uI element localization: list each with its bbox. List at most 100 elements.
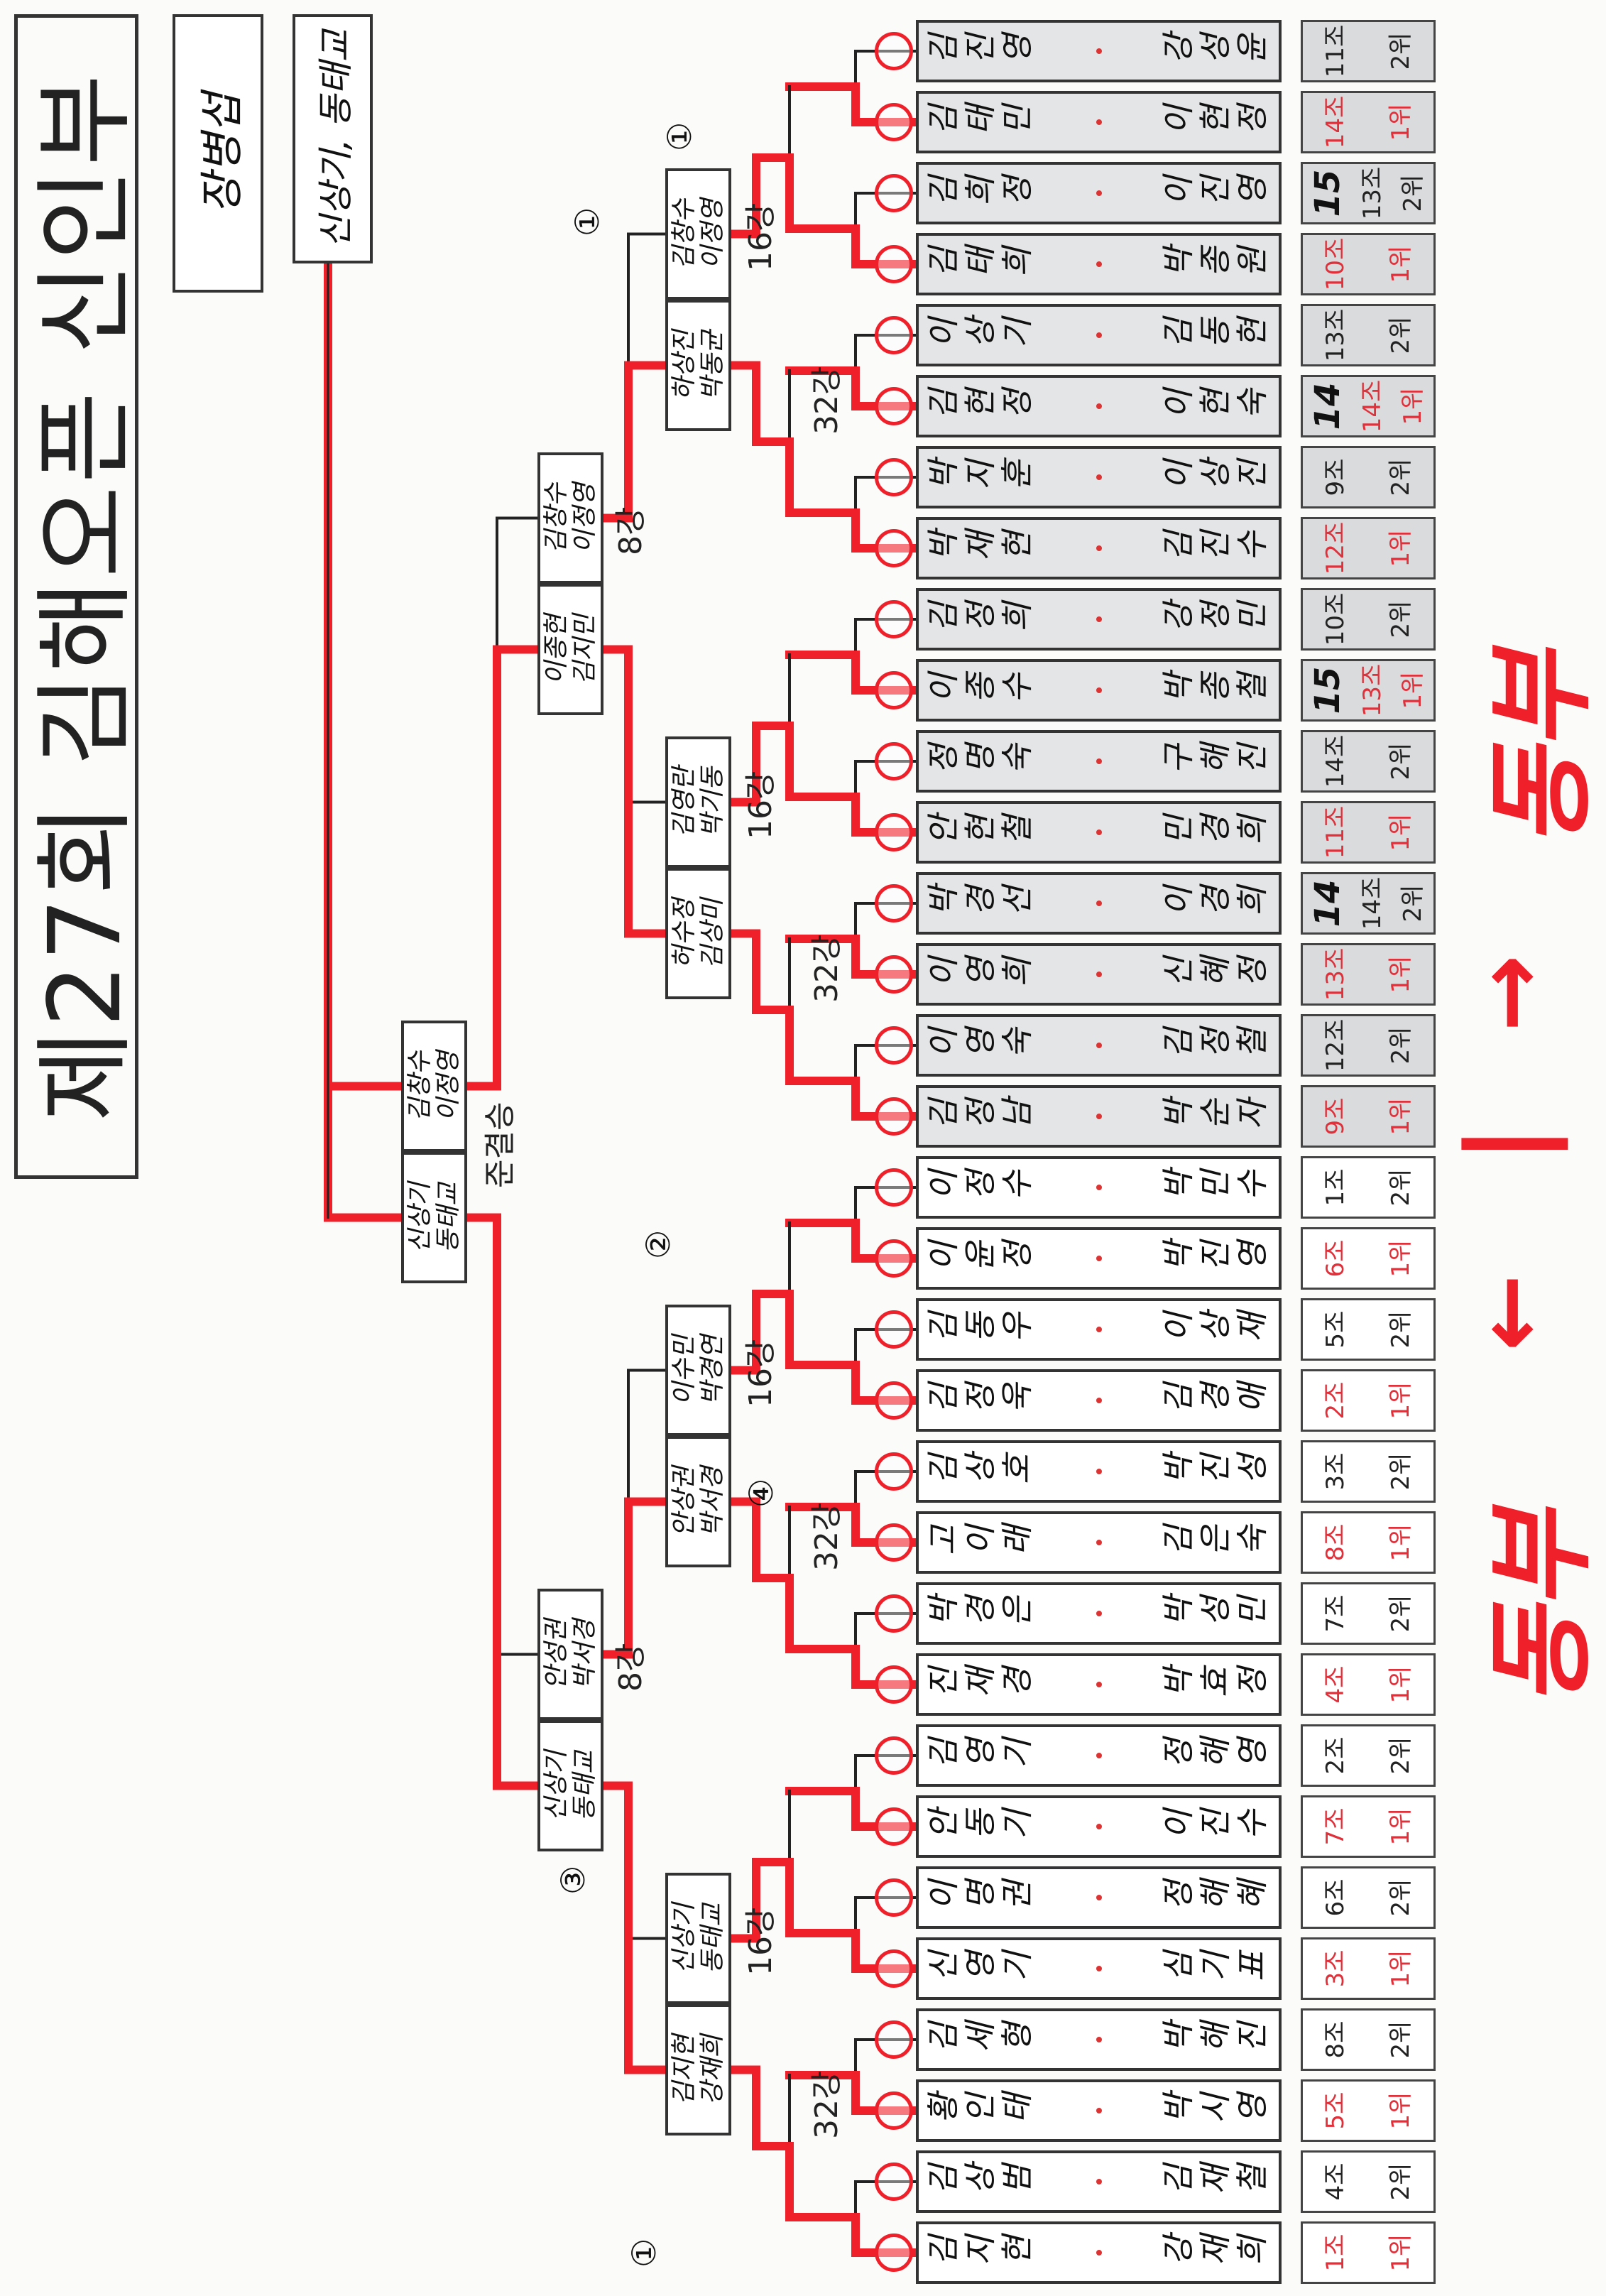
- rank-label: 1위: [1387, 955, 1415, 994]
- result-mark-icon: [875, 1878, 913, 1917]
- rank-label: 2위: [1387, 2162, 1415, 2201]
- result-mark-icon: [875, 529, 913, 567]
- result-mark-icon: [875, 1736, 913, 1775]
- name-separator: [1096, 1682, 1102, 1687]
- team-player-name: 김지현: [669, 2034, 699, 2106]
- group-label: 9조: [1321, 1097, 1350, 1136]
- name-separator: [1096, 2037, 1102, 2042]
- team-player-name: 신상기: [541, 1750, 571, 1822]
- team-player-name: 이정영: [569, 482, 599, 554]
- player-name: 박재현: [926, 529, 1037, 567]
- rank-label: 1위: [1387, 529, 1415, 567]
- player-name: 강성윤: [1161, 32, 1272, 70]
- player-name: 김은숙: [1161, 1523, 1272, 1562]
- team-player-name: 신상기: [405, 1182, 435, 1253]
- player-name: 김경애: [1161, 1381, 1272, 1420]
- referee-box: 장병섭: [173, 14, 263, 293]
- team-player-name: 김창수: [405, 1050, 435, 1122]
- player-name: 김진영: [926, 32, 1037, 70]
- handwritten-group-note: 15: [1307, 666, 1348, 714]
- rank-label: 2위: [1387, 1168, 1415, 1207]
- player-name: 정해혜: [1161, 1878, 1272, 1917]
- group-label: 1조: [1321, 1168, 1350, 1207]
- handwritten-annotation: ③: [554, 1865, 592, 1895]
- name-separator: [1096, 119, 1102, 125]
- team-player-name: 김창수: [669, 198, 699, 270]
- player-name: 김지현: [926, 2234, 1037, 2272]
- team-player-name: 이수민: [669, 1334, 699, 1406]
- player-name: 이현정: [1161, 103, 1272, 141]
- champion-box: 신상기, 동태교: [293, 14, 373, 263]
- group-label: 11조: [1321, 24, 1350, 78]
- result-mark-icon: [875, 1168, 913, 1207]
- handwritten-annotation: ①: [625, 2238, 663, 2268]
- rank-label: 2위: [1387, 1452, 1415, 1491]
- group-rank-box: 8조 1위: [1301, 1511, 1436, 1574]
- player-name: 심기표: [1161, 1949, 1272, 1988]
- round-label-r32: 32강: [809, 1502, 845, 1571]
- name-separator: [1096, 1611, 1102, 1616]
- result-mark-icon: [875, 1097, 913, 1136]
- player-name: 신혜정: [1161, 955, 1272, 994]
- name-separator: [1096, 829, 1102, 835]
- player-name: 이현숙: [1161, 387, 1272, 425]
- team-player-name: 이종현: [541, 614, 571, 685]
- rank-label: 1위: [1387, 1239, 1415, 1278]
- result-mark-icon: [875, 1665, 913, 1704]
- group-label: 13조: [1358, 663, 1387, 717]
- player-name: 김영기: [926, 1736, 1037, 1775]
- group-label: 10조: [1321, 237, 1350, 291]
- name-separator: [1096, 687, 1102, 693]
- round-label-semifinal: 준결승: [482, 1101, 518, 1188]
- group-label: 8조: [1321, 1523, 1350, 1562]
- result-mark-icon: [875, 1594, 913, 1633]
- player-name: 이상기: [926, 316, 1037, 354]
- player-name: 박경은: [926, 1594, 1037, 1633]
- player-name: 이영숙: [926, 1026, 1037, 1065]
- rank-label: 2위: [1387, 32, 1415, 70]
- name-separator: [1096, 474, 1102, 480]
- round-label-r16: 16강: [743, 1907, 779, 1976]
- rank-label: 1위: [1387, 1523, 1415, 1562]
- name-separator: [1096, 2179, 1102, 2185]
- rank-label: 2위: [1387, 1736, 1415, 1775]
- name-separator: [1096, 901, 1102, 906]
- group-label: 5조: [1321, 2091, 1350, 2130]
- team-player-name: 박동균: [697, 330, 727, 401]
- result-mark-icon: [875, 1949, 913, 1988]
- player-name: 정명숙: [926, 742, 1037, 780]
- result-mark-icon: [875, 245, 913, 283]
- player-name: 김정욱: [926, 1381, 1037, 1420]
- page-title: 제27회 김해오픈 신인부: [14, 14, 143, 1179]
- group-label: 14조: [1321, 95, 1350, 149]
- entry-slot: 김정욱 김경애: [916, 1369, 1282, 1432]
- rank-label: 2위: [1387, 458, 1415, 496]
- group-label: 7조: [1321, 1594, 1350, 1633]
- player-name: 이상재: [1161, 1310, 1272, 1349]
- player-name: 김현정: [926, 387, 1037, 425]
- group-label: 6조: [1321, 1878, 1350, 1917]
- name-separator: [1096, 190, 1102, 196]
- result-mark-icon: [875, 1381, 913, 1420]
- name-separator: [1096, 1327, 1102, 1332]
- player-name: 김정철: [1161, 1026, 1272, 1065]
- result-mark-icon: [875, 955, 913, 994]
- player-name: 박지훈: [926, 458, 1037, 496]
- team-player-name: 김창수: [541, 482, 571, 554]
- result-mark-icon: [875, 32, 913, 70]
- team-player-name: 동태교: [569, 1750, 599, 1822]
